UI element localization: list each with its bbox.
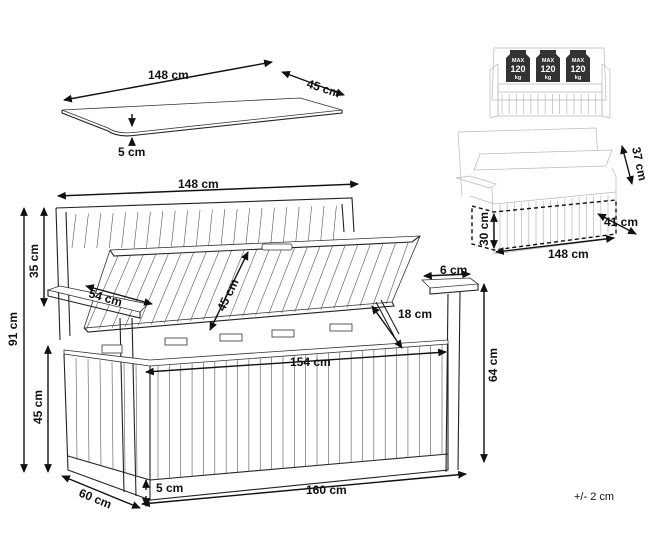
storage-depth-arrow xyxy=(620,145,634,185)
storage-width-arrow xyxy=(495,235,615,255)
slat-line xyxy=(208,209,213,249)
total-width-arrow xyxy=(141,470,467,508)
storage-inner-depth-label: 41 cm xyxy=(604,215,638,229)
svg-text:kg: kg xyxy=(515,75,521,81)
slat-line xyxy=(294,206,300,249)
storage-detail-view: 37 cm 30 cm 41 cm 148 cm xyxy=(455,127,650,261)
inner-width-arrow xyxy=(145,348,447,376)
slat-line xyxy=(320,245,346,310)
storage-height-label: 30 cm xyxy=(477,212,491,246)
storage-side-slats xyxy=(75,357,138,476)
slat-line xyxy=(108,212,114,249)
slat-line xyxy=(84,213,89,249)
lid-handle xyxy=(261,243,293,251)
slat-line xyxy=(123,362,126,473)
top-thickness-label: 5 cm xyxy=(118,145,145,159)
storage-depth-label: 37 cm xyxy=(629,146,650,182)
lid-height-arrow xyxy=(209,251,249,331)
hinge-3 xyxy=(219,333,243,342)
slat-line xyxy=(257,207,263,249)
tolerance-note: +/- 2 cm xyxy=(574,491,614,503)
hinge-support-label: 18 cm xyxy=(398,307,432,321)
load-badges: MAX 120 kg MAX 120 kg MAX 120 kg xyxy=(506,50,590,82)
slat-line xyxy=(163,252,194,324)
top-depth-label: 45 cm xyxy=(305,77,342,101)
slat-line xyxy=(111,361,114,470)
total-depth-arrow xyxy=(61,475,141,509)
slat-line xyxy=(245,208,250,249)
slat-line xyxy=(333,245,358,309)
load-badge-1: MAX 120 kg xyxy=(506,50,530,82)
slat-line xyxy=(372,243,396,306)
slat-line xyxy=(99,360,102,467)
back-width-label: 148 cm xyxy=(178,177,219,191)
svg-text:MAX: MAX xyxy=(542,58,555,64)
back-width-arrow xyxy=(57,180,359,200)
slat-line xyxy=(255,248,283,316)
storage-width-label: 148 cm xyxy=(548,247,589,261)
slat-line xyxy=(135,363,138,476)
slat-line xyxy=(158,211,164,249)
slat-line xyxy=(87,359,90,464)
front-load-view: MAX 120 kg MAX 120 kg MAX 120 kg xyxy=(489,47,611,119)
slat-line xyxy=(270,207,275,249)
svg-text:120: 120 xyxy=(570,64,585,74)
slat-line xyxy=(294,246,321,313)
slat-line xyxy=(177,251,207,323)
base-height-label: 5 cm xyxy=(156,481,183,495)
top-depth-arrow xyxy=(281,71,345,96)
slat-line xyxy=(359,244,384,307)
armrest-width-arrow xyxy=(423,270,471,280)
slat-line xyxy=(75,357,78,461)
slat-line xyxy=(307,246,333,311)
load-badge-3: MAX 120 kg xyxy=(566,50,590,82)
svg-text:120: 120 xyxy=(540,64,555,74)
backrest-slats xyxy=(71,205,337,249)
arm-height-label: 64 cm xyxy=(486,348,500,382)
hinge-2 xyxy=(164,337,188,346)
total-height-label: 91 cm xyxy=(6,312,20,346)
svg-text:MAX: MAX xyxy=(512,58,525,64)
slat-line xyxy=(71,213,77,249)
hinge-support-arrow xyxy=(371,305,403,349)
seat-board-view: 148 cm 45 cm 5 cm xyxy=(61,59,345,159)
slat-line xyxy=(96,213,102,249)
slat-line xyxy=(346,244,371,308)
slat-line xyxy=(133,211,139,249)
hinge-5 xyxy=(329,323,353,332)
top-width-label: 148 cm xyxy=(148,68,189,82)
slat-line xyxy=(232,208,238,249)
svg-text:120: 120 xyxy=(510,64,525,74)
hinge-4 xyxy=(271,329,295,338)
armrest-width-label: 6 cm xyxy=(440,263,467,277)
slat-line xyxy=(137,253,169,326)
load-badge-2: MAX 120 kg xyxy=(536,50,560,82)
slat-line xyxy=(220,209,226,249)
slat-line xyxy=(170,210,176,249)
slat-line xyxy=(385,242,409,305)
slat-line xyxy=(282,207,288,249)
svg-text:MAX: MAX xyxy=(572,58,585,64)
svg-text:kg: kg xyxy=(575,75,581,81)
hinges xyxy=(101,323,353,354)
top-width-arrow xyxy=(63,59,273,103)
slat-line xyxy=(268,247,295,315)
seat-height-label: 45 cm xyxy=(31,390,45,424)
back-height-label: 35 cm xyxy=(27,244,41,278)
slat-line xyxy=(121,212,126,249)
slat-line xyxy=(195,209,201,249)
slat-line xyxy=(281,247,308,314)
slat-line xyxy=(183,210,188,249)
hinge-1 xyxy=(101,344,123,354)
inner-width-label: 154 cm xyxy=(290,355,331,369)
storage-inner-depth-arrow xyxy=(597,213,637,235)
total-width-label: 160 cm xyxy=(306,483,347,497)
lid-width-arrow xyxy=(85,284,153,306)
slat-line xyxy=(150,253,182,325)
slat-line xyxy=(146,211,151,249)
storage-volume-outline xyxy=(471,199,617,251)
svg-text:kg: kg xyxy=(545,75,551,81)
bench-main-view: 148 cm 35 cm 91 cm 45 cm 54 cm 45 cm 6 c… xyxy=(6,177,500,512)
